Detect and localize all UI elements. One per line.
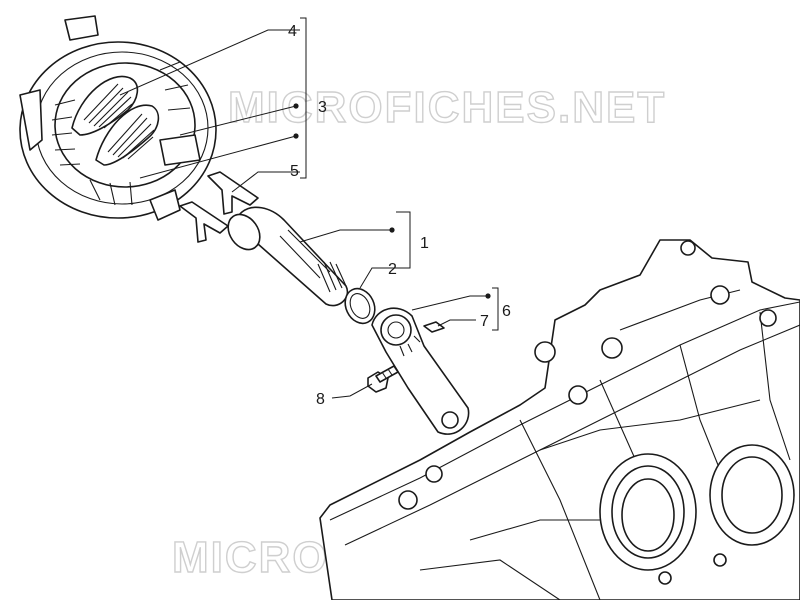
- brake-spring-upper: [71, 75, 139, 136]
- lever-clip: [423, 321, 445, 333]
- watermark-top: MICROFICHES.NET: [228, 83, 666, 132]
- screw: [367, 365, 399, 393]
- callout-1: 1: [420, 235, 429, 252]
- callout-5: 5: [290, 163, 299, 180]
- callout-8: 8: [316, 391, 325, 408]
- crankcase-housing: [319, 239, 800, 600]
- callout-dot-shoe: [293, 133, 299, 139]
- retaining-clips: [179, 171, 259, 243]
- leader-lines: [119, 17, 499, 399]
- callout-4: 4: [288, 23, 297, 40]
- callout-dot-3: [293, 103, 299, 109]
- brake-spring-lower: [95, 104, 160, 166]
- callout-3: 3: [318, 99, 327, 116]
- brake-drum-assembly: [19, 15, 217, 221]
- brake-lever: [371, 307, 470, 435]
- o-ring: [344, 287, 376, 325]
- brake-cam-shaft: [227, 206, 349, 307]
- callout-dot-1: [389, 227, 395, 233]
- callout-7: 7: [480, 313, 489, 330]
- callout-2: 2: [388, 261, 397, 278]
- callout-dot-6: [485, 293, 491, 299]
- callout-6: 6: [502, 303, 511, 320]
